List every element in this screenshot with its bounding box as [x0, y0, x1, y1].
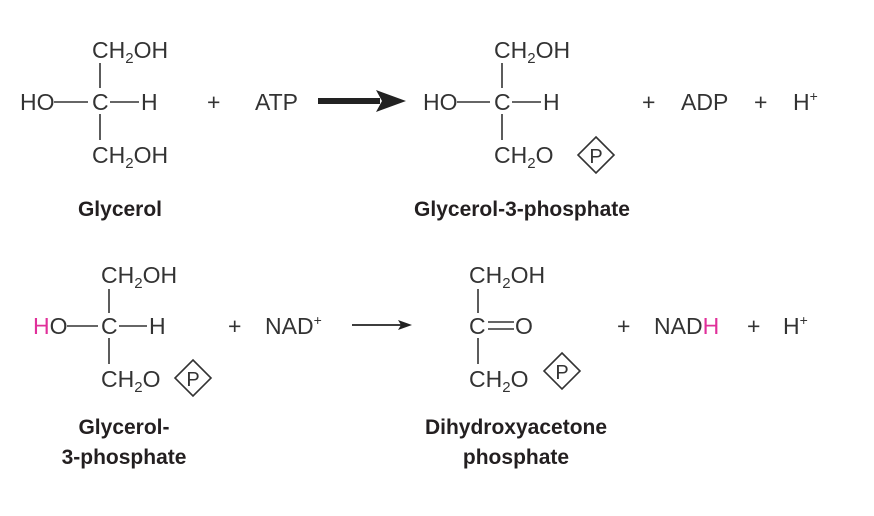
glycerol-3-phosphate-label: Glycerol-3-phosphate	[414, 198, 630, 221]
glycerol-label: Glycerol	[78, 198, 162, 221]
heavy-arrow-icon	[318, 90, 406, 112]
left-ho: HO	[423, 89, 458, 115]
right-h: H	[141, 89, 158, 115]
reaction-2: CH2OH HO C H CH2O P Glycerol- 3-phosphat…	[33, 262, 808, 469]
atp-label: ATP	[255, 89, 298, 115]
glycerol-structure: CH2OH HO C H CH2OH Glycerol	[20, 37, 168, 221]
nadh-label: NADH	[654, 313, 719, 339]
top-ch2oh: CH2OH	[101, 262, 177, 292]
left-ho: HO	[33, 313, 68, 339]
center-carbon: C	[494, 89, 511, 115]
proton-label: H+	[783, 312, 808, 339]
center-carbon: C	[92, 89, 109, 115]
phosphate-diamond-icon: P	[173, 358, 213, 398]
plus-sign: +	[642, 89, 655, 115]
proton-label: H+	[793, 88, 818, 115]
nad-plus-label: NAD+	[265, 312, 322, 339]
top-ch2oh: CH2OH	[92, 37, 168, 67]
dihydroxyacetone-phosphate-structure: CH2OH C O CH2O P Dihydroxyacetone phosph…	[425, 262, 607, 469]
reaction-1: CH2OH HO C H CH2OH Glycerol + ATP CH2OH …	[20, 37, 818, 221]
bottom-ch2oh: CH2OH	[92, 142, 168, 172]
center-carbon: C	[101, 313, 118, 339]
svg-text:P: P	[186, 369, 199, 391]
phosphate-diamond-icon: P	[576, 135, 616, 175]
dhap-label-line2: phosphate	[463, 446, 569, 469]
plus-sign: +	[207, 89, 220, 115]
top-ch2oh: CH2OH	[494, 37, 570, 67]
glycerol-3-phosphate-structure: CH2OH HO C H CH2O P Glycerol-3-phosphate	[414, 37, 630, 221]
left-ho: HO	[20, 89, 55, 115]
right-h: H	[543, 89, 560, 115]
glycerol-3-phosphate-label-line2: 3-phosphate	[62, 446, 187, 469]
svg-text:P: P	[589, 146, 602, 168]
plus-sign: +	[754, 89, 767, 115]
thin-arrow-icon	[352, 320, 412, 330]
bottom-ch2o: CH2O	[101, 366, 160, 396]
plus-sign: +	[228, 313, 241, 339]
center-carbon: C	[469, 313, 486, 339]
highlighted-hydrogen: H	[33, 313, 50, 339]
phosphate-diamond-icon: P	[542, 351, 582, 391]
adp-label: ADP	[681, 89, 728, 115]
glycerol-3-phosphate-structure: CH2OH HO C H CH2O P Glycerol- 3-phosphat…	[33, 262, 213, 469]
bottom-ch2o: CH2O	[494, 142, 553, 172]
bottom-ch2o: CH2O	[469, 366, 528, 396]
glycerol-3-phosphate-label-line1: Glycerol-	[78, 416, 169, 439]
carbonyl-oxygen: O	[515, 313, 533, 339]
plus-sign: +	[617, 313, 630, 339]
svg-text:P: P	[555, 362, 568, 384]
plus-sign: +	[747, 313, 760, 339]
dhap-label-line1: Dihydroxyacetone	[425, 416, 607, 439]
top-ch2oh: CH2OH	[469, 262, 545, 292]
highlighted-hydrogen: H	[703, 313, 720, 339]
right-h: H	[149, 313, 166, 339]
